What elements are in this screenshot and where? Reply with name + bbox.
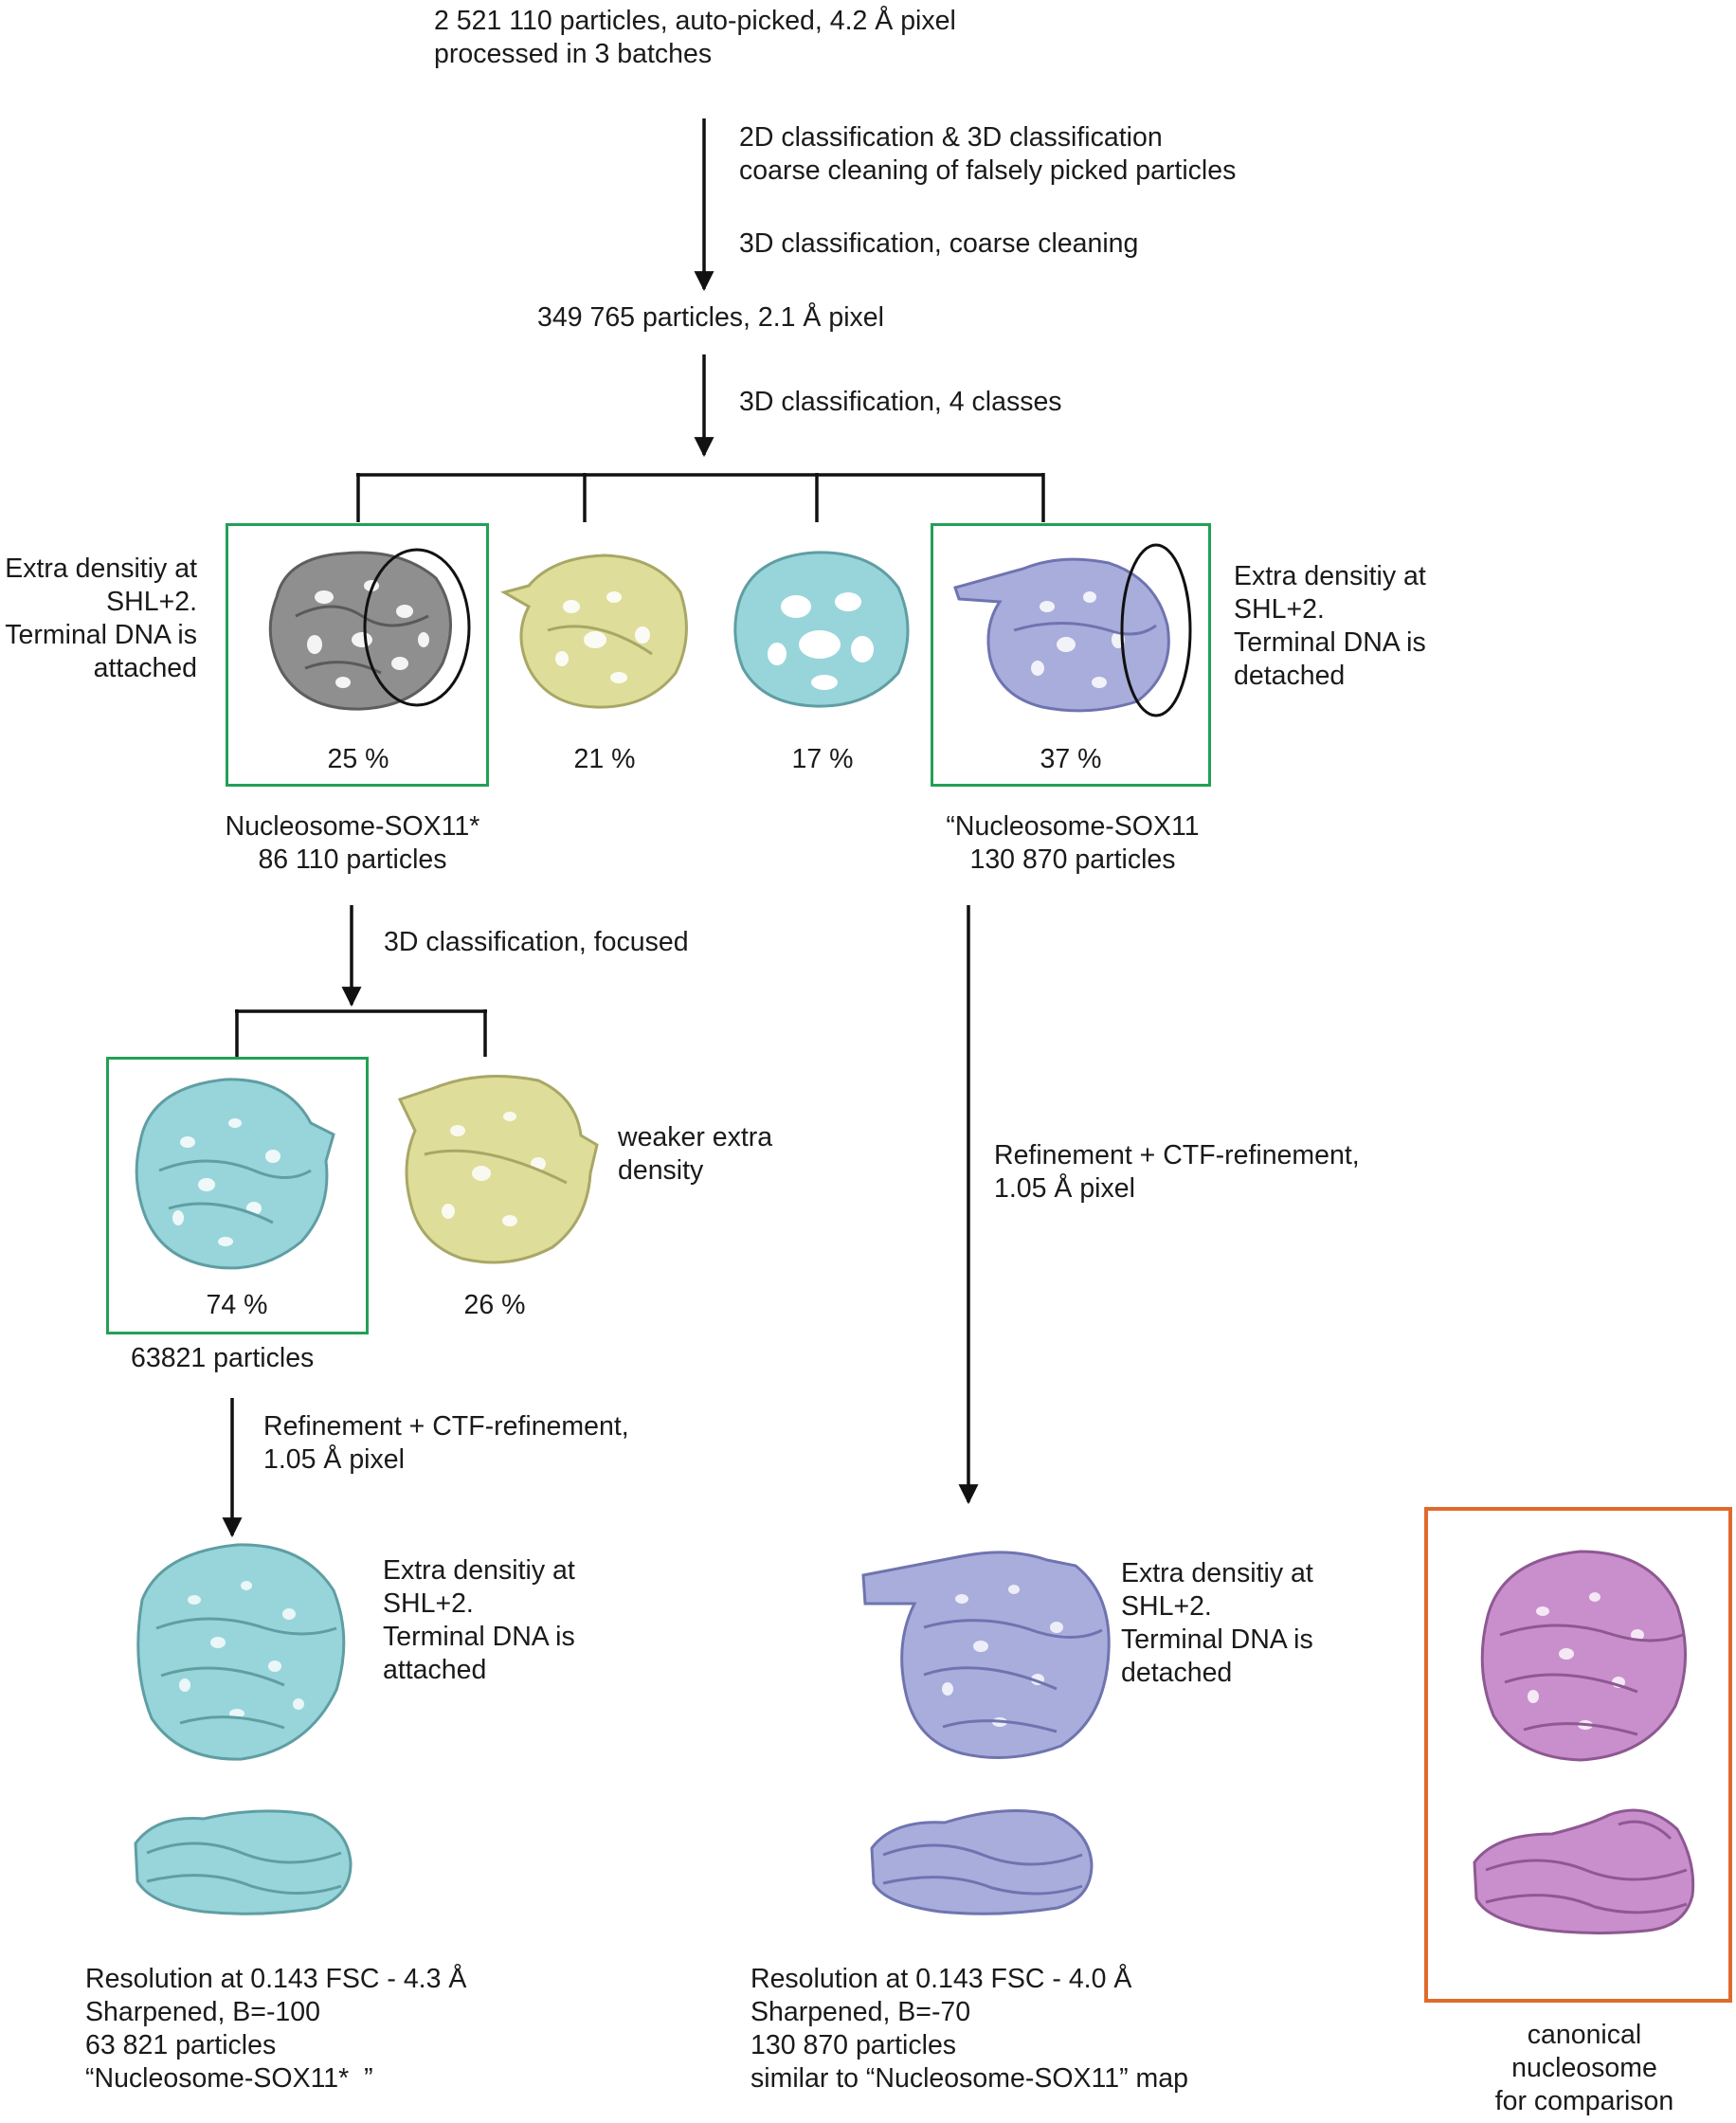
class1-note: Extra densitiy at SHL+2. Terminal DNA is… (5, 553, 197, 683)
selected-subclass1-box (106, 1057, 369, 1334)
step-refine-right: Refinement + CTF-refinement, 1.05 Å pixe… (994, 1140, 1360, 1204)
canonical-pink-top-view (1480, 1550, 1688, 1762)
class3-percent: 17 % (791, 744, 854, 774)
class2-yellow-density-map (500, 553, 688, 709)
subclass2-yellow-density-map (397, 1075, 599, 1264)
final-left-cyan-side-view (134, 1809, 353, 1915)
class4-lavender-density-map (953, 543, 1192, 717)
class4-note: Extra densitiy at SHL+2. Terminal DNA is… (1234, 561, 1426, 691)
subclass2-note: weaker extra density (618, 1122, 773, 1186)
class1-grey-density-map (268, 548, 471, 711)
step-3d-4-classes: 3D classification, 4 classes (739, 387, 1062, 417)
class1-percent: 25 % (327, 744, 389, 774)
selected-class1-box (226, 523, 489, 787)
subclass2-percent: 26 % (463, 1290, 526, 1320)
canonical-nucleosome-box (1424, 1507, 1732, 2003)
class2-percent: 21 % (573, 744, 636, 774)
canonical-caption: canonical nucleosome for comparison (1494, 2020, 1674, 2116)
final-right-lavender-side-view (870, 1809, 1094, 1915)
step-3d-coarse-cleaning: 3D classification, coarse cleaning (739, 228, 1139, 259)
step-focused-classification: 3D classification, focused (384, 927, 689, 957)
final-right-lavender-top-view (861, 1551, 1111, 1759)
selected-class4-box (931, 523, 1211, 787)
final-left-summary: Resolution at 0.143 FSC - 4.3 Å Sharpene… (85, 1964, 467, 2094)
subclass1-cyan-density-map (135, 1078, 335, 1270)
canonical-pink-side-view (1473, 1808, 1695, 1935)
class4-name: “Nucleosome-SOX11 130 870 particles (946, 811, 1200, 875)
class3-cyan-density-map (733, 551, 910, 708)
final-right-note: Extra densitiy at SHL+2. Terminal DNA is… (1121, 1558, 1313, 1688)
step-refine-left: Refinement + CTF-refinement, 1.05 Å pixe… (263, 1411, 629, 1475)
subclass1-percent: 74 % (206, 1290, 268, 1320)
final-right-summary: Resolution at 0.143 FSC - 4.0 Å Sharpene… (750, 1964, 1188, 2094)
subclass1-count: 63821 particles (131, 1343, 315, 1373)
input-particles-text: 2 521 110 particles, auto-picked, 4.2 Å … (434, 6, 956, 69)
cleaned-particles-text: 349 765 particles, 2.1 Å pixel (537, 302, 884, 333)
class1-name: Nucleosome-SOX11* 86 110 particles (225, 811, 480, 875)
final-left-cyan-top-view (136, 1543, 346, 1761)
final-left-note: Extra densitiy at SHL+2. Terminal DNA is… (383, 1555, 575, 1685)
step-2d3d-classification: 2D classification & 3D classification co… (739, 122, 1237, 186)
class4-percent: 37 % (1040, 744, 1102, 774)
